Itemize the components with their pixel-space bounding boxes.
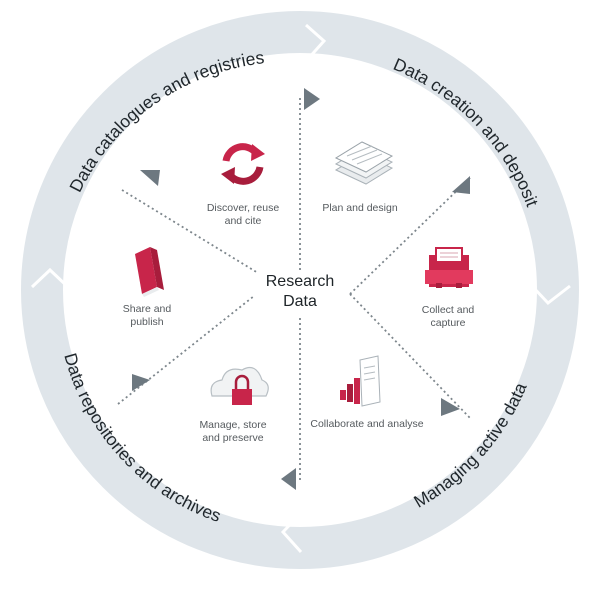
step-collaborate-line1: Collaborate and analyse [310,418,424,430]
circular-arrows-icon [221,143,265,185]
ring-separator-left [30,267,70,289]
divider-upper-right [349,175,473,295]
step-share-line1: Share and [122,303,172,315]
briefcase-icon [425,247,473,288]
outer-ring [21,11,579,569]
step-manage-line1: Manage, store [199,419,267,431]
arrowhead-left-upper [140,170,160,186]
cloud-lock-icon [210,367,269,405]
step-discover-line1: Discover, reuse [206,202,280,214]
step-collect-label: Collect and capture [398,304,498,330]
ring-separator-top [305,23,327,62]
step-discover-line2: and cite [224,215,262,227]
center-title: Research Data [250,272,350,312]
step-collaborate-label: Collaborate and analyse [302,418,432,431]
arrowhead-right-upper [452,176,470,194]
step-manage-label: Manage, store and preserve [183,419,283,445]
documents-stack-icon [334,141,394,185]
bar-chart-document-icon [340,355,381,407]
step-plan-line1: Plan and design [322,202,398,214]
ring-separator-bottom [280,510,304,554]
center-title-line1: Research [265,273,335,290]
step-share-label: Share and publish [97,303,197,329]
step-share-line2: publish [130,316,164,328]
step-discover-label: Discover, reuse and cite [193,202,293,228]
arrowhead-bottom [281,468,296,490]
ring-separator-right [530,284,571,306]
divider-lower-right [349,293,471,419]
book-icon [135,247,164,297]
step-plan-label: Plan and design [310,202,410,215]
arrowhead-left-lower [132,374,150,391]
step-collect-line1: Collect and [421,304,475,316]
arrowhead-right-lower [441,398,460,416]
divider-upper-left [121,189,259,274]
divider-lower-left [117,295,255,405]
arrowhead-top-right [304,88,320,110]
center-title-line2: Data [283,293,317,310]
step-collect-line2: capture [430,317,466,329]
step-manage-line2: and preserve [202,432,264,444]
